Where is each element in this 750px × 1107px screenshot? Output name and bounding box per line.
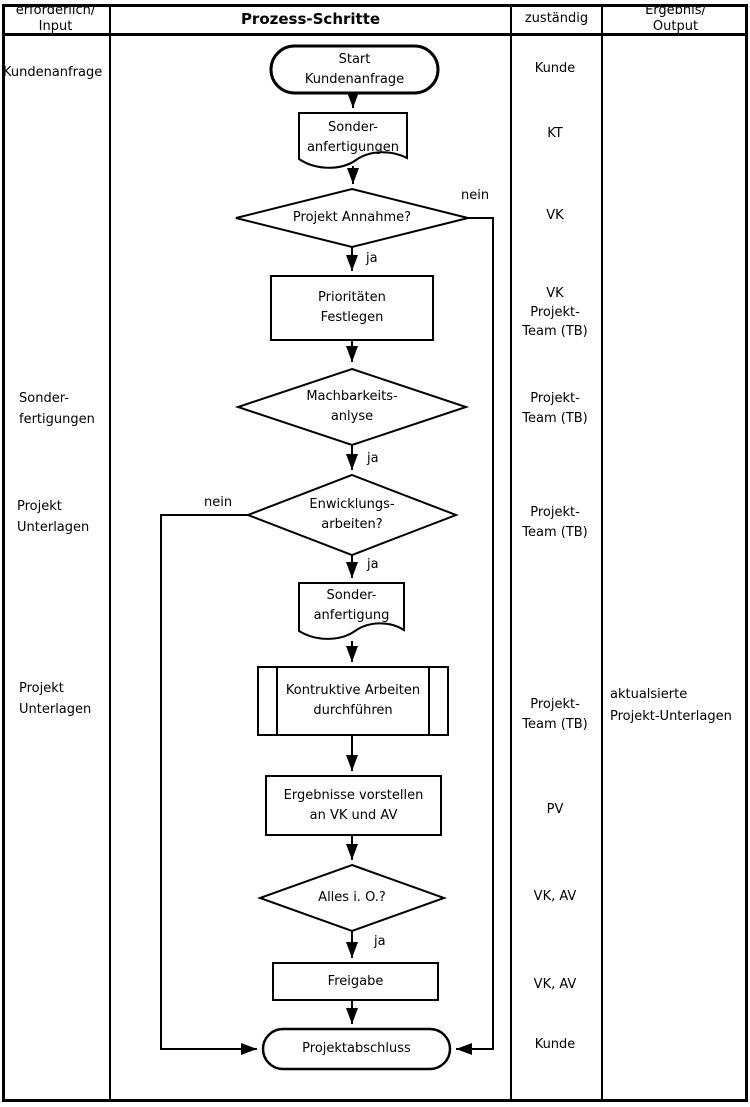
responsible-kunde-1: Kunde <box>534 61 576 76</box>
decision-projekt-annahme-label: Projekt Annahme? <box>292 210 412 225</box>
input-projekt-unterlagen-2: Projekt Unterlagen <box>19 681 92 717</box>
process-ergebnisse-shape <box>265 775 442 836</box>
responsible-kt: KT <box>547 126 563 141</box>
responsible-vk: VK <box>546 208 564 223</box>
responsible-projektteam-3: Projekt- Team (TB) <box>522 696 588 732</box>
document-sonderanfertigung-shape <box>298 582 405 640</box>
responsible-vk-projektteam: VK Projekt- Team (TB) <box>522 285 588 339</box>
arrow-nein-entwicklung-to-abschluss <box>160 514 257 1055</box>
document-sonderanfertigungen-label: Sonder- anfertigungen <box>306 120 400 155</box>
header-responsible-column: zuständig <box>524 11 589 26</box>
responsible-vk-av-2: VK, AV <box>533 977 577 992</box>
branch-ja-label-4: ja <box>374 934 386 949</box>
predefined-process-konstruktiv-label: Kontruktive Arbeiten durchführen <box>285 683 421 718</box>
input-sonderfertigungen: Sonder- fertigungen <box>19 391 95 427</box>
responsible-kunde-2: Kunde <box>534 1037 576 1052</box>
header-input-column: erforderlich/ Input <box>15 3 96 34</box>
process-prioritaeten-label: Prioritäten Festlegen <box>318 290 386 325</box>
responsible-projektteam-1: Projekt- Team (TB) <box>522 390 588 426</box>
branch-nein-label-1: nein <box>461 188 490 203</box>
process-freigabe-label: Freigabe <box>327 973 384 989</box>
column-divider-input <box>109 4 111 1102</box>
end-terminator-shape <box>261 1027 452 1071</box>
branch-ja-label-3: ja <box>367 557 379 572</box>
end-terminator-label: Projektabschluss <box>302 1041 411 1056</box>
header-process-column: Prozess-Schritte <box>240 10 381 28</box>
document-sonderanfertigungen-shape <box>298 112 408 169</box>
predefined-process-konstruktiv-shape <box>257 666 449 736</box>
branch-nein-label-2: nein <box>204 495 233 510</box>
decision-entwicklungs-label: Enwicklungs- arbeiten? <box>309 497 395 532</box>
decision-machbarkeits-label: Machbarkeits- anlyse <box>306 389 398 424</box>
column-divider-responsible <box>601 4 603 1102</box>
responsible-vk-av-1: VK, AV <box>533 889 577 904</box>
input-projekt-unterlagen-1: Projekt Unterlagen <box>17 499 90 535</box>
responsible-projektteam-2: Projekt- Team (TB) <box>522 504 588 540</box>
header-divider <box>2 33 748 36</box>
responsible-pv: PV <box>546 802 564 817</box>
arrow-nein-annahme-to-abschluss <box>456 217 494 1055</box>
process-ergebnisse-label: Ergebnisse vorstellen an VK und AV <box>283 787 424 823</box>
branch-ja-label-1: ja <box>366 251 378 266</box>
branch-ja-label-2: ja <box>367 451 379 466</box>
decision-alles-io-label: Alles i. O.? <box>318 890 386 905</box>
output-aktualisierte-unterlagen: aktualsierte Projekt-Unterlagen <box>610 687 732 724</box>
process-freigabe-shape <box>272 962 439 1001</box>
input-kundenanfrage: Kundenanfrage <box>3 65 103 80</box>
column-divider-process <box>510 4 512 1102</box>
start-terminator-label: Start Kundenanfrage <box>304 51 405 87</box>
document-sonderanfertigung-label: Sonder- anfertigung <box>313 588 390 623</box>
header-output-column: Ergebnis/ Output <box>645 3 706 34</box>
table-outer-border <box>2 4 748 1102</box>
